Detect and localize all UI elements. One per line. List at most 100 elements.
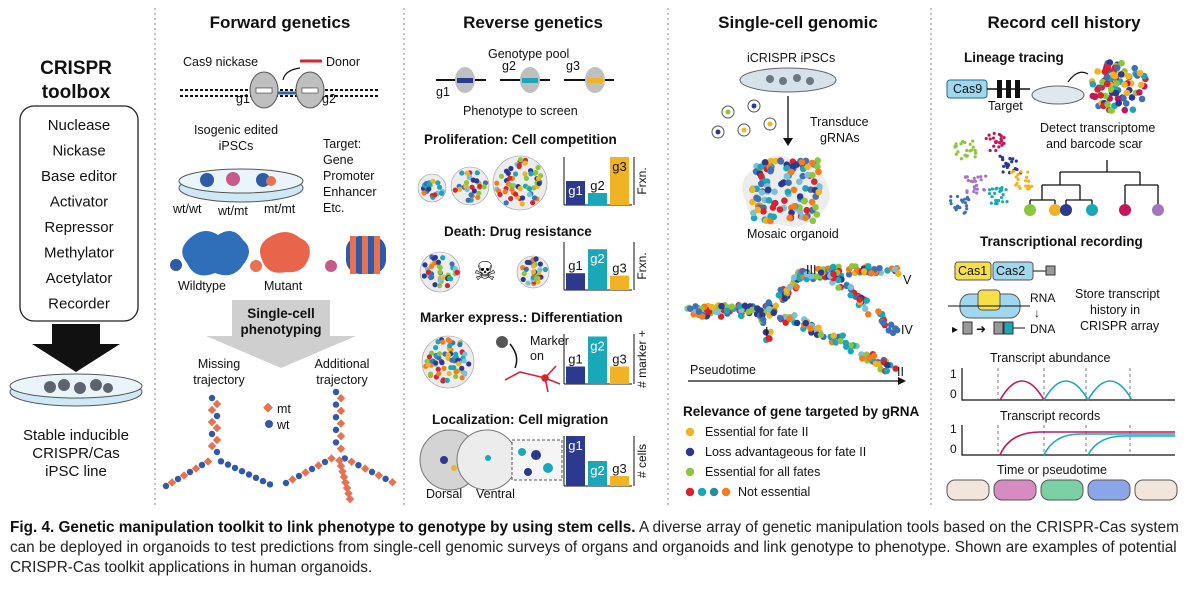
wt-legend-label: wt	[276, 418, 290, 432]
cell-recording-icons	[946, 479, 1178, 501]
bar-label: g1	[568, 183, 582, 198]
additional-trajectory-label-2: trajectory	[316, 373, 368, 387]
bar-label: g3	[612, 352, 626, 367]
genotype-mtmt: mt/mt	[264, 202, 296, 216]
cas1-box-icon	[954, 261, 992, 281]
pseudotime-label: Pseudotime	[690, 363, 756, 377]
genotype-wtwt: wt/wt	[172, 202, 202, 216]
bar	[588, 193, 607, 205]
wildtype-label: Wildtype	[178, 279, 226, 293]
cas-complex-icon	[948, 289, 1030, 319]
toolbox-item: Nickase	[52, 143, 105, 160]
caption-title: Fig. 4. Genetic manipulation toolkit to …	[10, 519, 636, 536]
genotype-pool-label: Genotype pool	[488, 47, 569, 61]
toolbox-box	[19, 105, 139, 322]
relevance-item: Loss advantageous for fate II	[705, 445, 866, 459]
death-organoids-icon	[419, 251, 550, 293]
marker-title: Marker express.: Differentiation	[420, 310, 623, 325]
record-history-panel: Record cell history Lineage tracing Cas9…	[946, 13, 1178, 501]
reverse-genetics-panel: Reverse genetics Genotype pool g1 g2 g3 …	[417, 13, 649, 501]
legend-dot	[685, 447, 695, 457]
bar-label: g1	[568, 438, 582, 453]
isogenic-label-2: iPSCs	[219, 139, 254, 153]
phenotyping-arrow-icon	[206, 300, 356, 368]
toolbox-item: Nuclease	[48, 117, 111, 134]
toolbox-title-line1: CRISPR	[40, 58, 112, 79]
wildtype-organoid-icon	[170, 231, 249, 276]
detect-label: Detect transcriptome	[1040, 121, 1155, 135]
cas1-label: Cas1	[958, 264, 987, 278]
additional-trajectory-plot	[282, 388, 397, 504]
pool-g3: g3	[566, 59, 580, 73]
target-enhancer: Enhancer	[323, 185, 377, 199]
target-etc: Etc.	[323, 201, 345, 215]
store-label-3: CRISPR array	[1080, 319, 1160, 333]
tsne-plot	[948, 131, 1034, 215]
mosaic-organoid-icon	[325, 236, 386, 274]
legend-dot	[685, 467, 695, 477]
pseudotime-tree-plot	[684, 262, 902, 375]
wt-legend-marker	[265, 420, 273, 428]
axis-label: # cells	[635, 444, 649, 478]
cas9-nickase-label: Cas9 nickase	[183, 55, 258, 69]
line-label-2: CRISPR/Cas	[32, 445, 120, 462]
bar	[610, 476, 629, 486]
record-history-title: Record cell history	[987, 13, 1141, 32]
relevance-item: Essential for fate II	[705, 425, 809, 439]
line-label-1: Stable inducible	[23, 427, 129, 444]
migration-diagram-icon	[419, 429, 563, 491]
neuron-icon	[504, 365, 561, 393]
fate-III-label: III	[806, 263, 816, 277]
cas2-label: Cas2	[996, 264, 1025, 278]
bar-label: g1	[568, 258, 582, 273]
marker-organoid-icon	[421, 335, 475, 389]
ipsc-dish-icon	[739, 67, 837, 93]
abundance-y0: 0	[950, 387, 957, 401]
bar	[610, 366, 629, 384]
mosaic-organoid-icon	[742, 155, 830, 227]
proliferation-organoids-icon	[417, 155, 548, 211]
relevance-item: Essential for all fates	[705, 465, 820, 479]
toolbox-item: Activator	[50, 194, 108, 211]
reverse-genetics-title: Reverse genetics	[463, 13, 603, 32]
transcriptional-recording-title: Transcriptional recording	[980, 234, 1143, 249]
abundance-plot	[961, 368, 1175, 401]
store-label: Store transcript	[1075, 287, 1160, 301]
mutant-label: Mutant	[264, 279, 303, 293]
icrispr-label: iCRISPR iPSCs	[747, 51, 835, 65]
bar-label: g3	[612, 261, 626, 276]
legend-dot	[709, 487, 719, 497]
single-cell-panel: Single-cell genomic iCRISPR iPSCs Transd…	[683, 13, 920, 499]
bar	[588, 461, 607, 486]
relevance-title: Relevance of gene targeted by gRNA	[683, 404, 920, 419]
phenotyping-label: Single-cell	[247, 306, 315, 321]
forward-genetics-title: Forward genetics	[210, 13, 351, 32]
phenotype-to-screen-label: Phenotype to screen	[463, 104, 578, 118]
guide-g1-label: g1	[236, 92, 250, 106]
relevance-item: Not essential	[738, 485, 810, 499]
bar	[566, 366, 585, 384]
guide-g2-label: g2	[322, 92, 336, 106]
abundance-label: Transcript abundance	[990, 351, 1110, 365]
bar-label: g2	[590, 251, 604, 266]
bar	[566, 273, 585, 290]
bar-label: g2	[590, 463, 604, 478]
phenotyping-label-2: phenotyping	[241, 322, 322, 337]
time-label: Time or pseudotime	[997, 463, 1107, 477]
bar	[566, 181, 585, 205]
target-gene: Gene	[323, 153, 354, 167]
missing-trajectory-plot	[162, 394, 274, 490]
records-plot	[961, 425, 1175, 456]
lineage-dish-icon	[1031, 85, 1085, 105]
target-promoter: Promoter	[323, 169, 374, 183]
dorsal-label: Dorsal	[426, 487, 462, 501]
additional-trajectory-label: Additional	[315, 357, 370, 371]
bar	[610, 275, 629, 290]
legend-dot	[685, 487, 695, 497]
bar	[566, 436, 585, 486]
legend-dot	[685, 427, 695, 437]
